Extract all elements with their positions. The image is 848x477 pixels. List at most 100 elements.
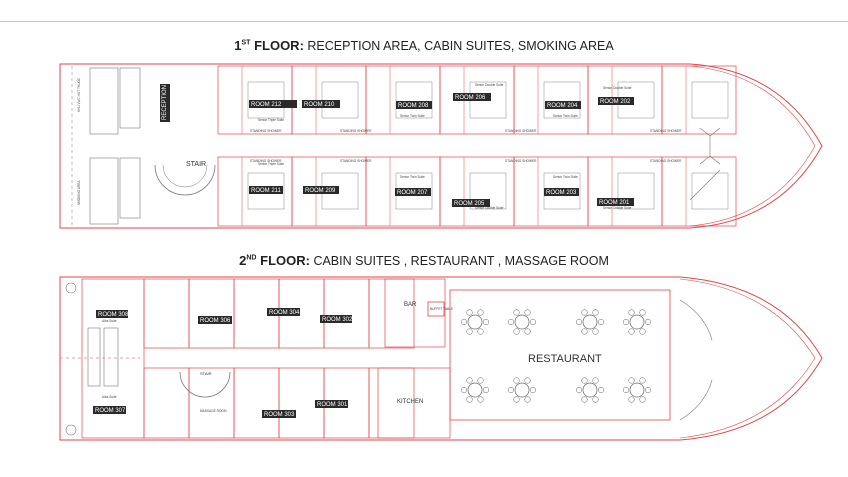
room-label: ROOM 202 [598,97,634,105]
dining-chair [466,377,473,384]
room-label-bg [452,199,490,207]
floor1-bow-inner [689,65,816,227]
room-label: ROOM 204 [545,101,581,109]
room-label: ROOM 211 [249,186,283,194]
floor1-fixtures [89,67,721,225]
cabin-wall [143,278,190,349]
suite-type-label: Senior Twin Suite [400,175,425,179]
stair-label: STAIR [186,161,206,168]
dining-chair [575,386,583,394]
room-label: ROOM 205 [452,199,490,207]
dining-chair [524,396,531,403]
dining-table [467,314,483,330]
alba-suite-label-bottom: Alba Suite [102,395,117,399]
room-label-bg [395,188,431,196]
room-label: ROOM 201 [597,198,634,206]
dining-chair [460,318,468,326]
dining-chair [581,309,588,316]
bed [543,81,581,119]
dining-chair [639,377,646,384]
shower-label: STANDING SHOWER [650,129,682,133]
dining-table [514,314,530,330]
bed [691,81,729,119]
room-label-bg [453,93,491,101]
room-label: ROOM 302 [320,315,353,323]
dining-chair [639,396,646,403]
bed [395,81,433,119]
reception-label: RECEPTION AREA [162,67,168,120]
room-label: ROOM 303 [262,410,296,418]
dining-chair [581,377,588,384]
room-label-text: ROOM 306 [200,318,231,324]
dining-chair [513,309,520,316]
room-label-text: ROOM 202 [600,99,631,105]
floor2-subtitle: CABIN SUITES , RESTAURANT , MASSAGE ROOM [313,254,609,268]
cabin-wall [233,367,280,439]
room-label-bg [598,97,634,105]
dining-chair [477,377,484,384]
room-label: ROOM 210 [302,100,340,108]
dining-table [582,314,598,330]
room-label-bg [249,100,297,108]
dining-chair [482,386,490,394]
cabin-wall [365,65,441,135]
room-label-text: ROOM 203 [546,190,577,196]
floor1-subtitle: RECEPTION AREA, CABIN SUITES, SMOKING AR… [307,39,614,53]
dining-chair [513,328,520,335]
stair-label-2: STAIR [200,371,212,376]
cabin-wall [439,156,515,227]
cabin-wall [143,367,190,439]
room-label-text: ROOM 201 [599,200,630,206]
suite-type-label: Senior Double Suite [603,86,632,90]
dining-table [514,382,530,398]
room-label: ROOM 208 [396,101,432,109]
room-label-text: ROOM 307 [95,408,126,414]
floor2-suffix: ND [246,254,257,262]
dining-chair [597,386,605,394]
floor2-title: 2ND FLOOR: CABIN SUITES , RESTAURANT , M… [0,253,848,268]
room-label-text: ROOM 210 [304,102,335,108]
massage-label: MASSAGE ROOM [200,409,227,413]
floor1-ordinal: 1 [234,38,242,53]
room-label: ROOM 212 [249,100,297,108]
room-label: ROOM 307 [93,406,126,414]
room-label: ROOM 301 [315,400,348,408]
room-label: ROOM 206 [453,93,491,101]
room-label-bg [544,188,579,196]
room-label-text: ROOM 212 [251,102,282,108]
cabin-wall [513,65,589,135]
room-label-text: ROOM 303 [264,412,295,418]
room-label: ROOM 308 [96,310,129,318]
spiral-stair [154,164,216,196]
cabin-wall [323,278,370,349]
reception-desk [160,84,170,122]
shower-label: STANDING SHOWER [340,129,372,133]
room-label: ROOM 203 [544,188,579,196]
alba-suite-wall [81,278,145,439]
dining-chair [597,318,605,326]
dining-chair [477,396,484,403]
dining-chair [592,396,599,403]
floor2-hull [59,276,823,441]
dining-table [629,314,645,330]
dining-chair [575,318,583,326]
buffet-label: BUFFET TABLE [430,307,453,311]
room-label-bg [262,410,296,418]
kitchen-label: KITCHEN [397,399,423,405]
shower-label: STANDING SHOWER [250,129,282,133]
dining-chair [466,396,473,403]
dining-chair [592,309,599,316]
smoking-label: SMOKING AREA [77,180,81,205]
room-label-bg [198,316,232,324]
room-label-bg [96,310,128,318]
room-label-text: ROOM 308 [98,312,129,318]
top-divider [0,21,848,22]
dining-chair [529,386,537,394]
dining-chair [628,328,635,335]
floor1-title: 1ST FLOOR: RECEPTION AREA, CABIN SUITES,… [0,38,848,53]
suite-type-label: Senior Triple Suite [258,162,284,166]
room-label-bg [396,101,432,109]
dining-chair [639,309,646,316]
